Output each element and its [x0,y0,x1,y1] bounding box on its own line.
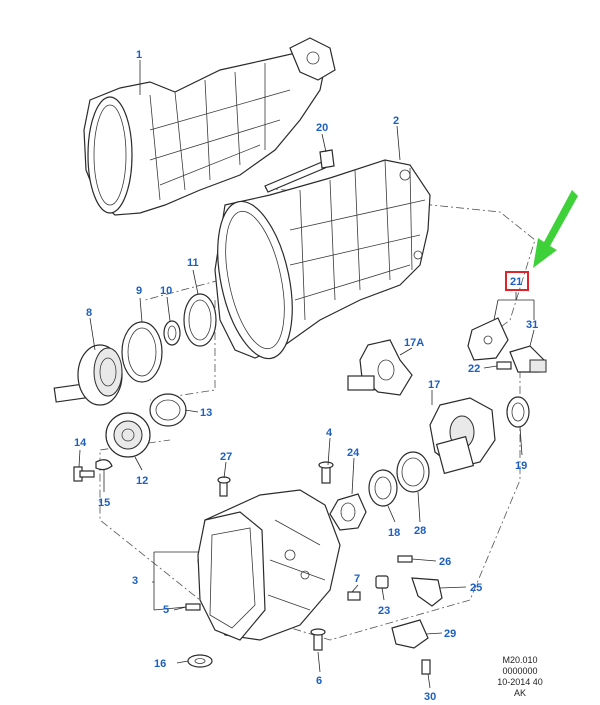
part-17-flange [429,397,496,475]
callout-labels: 1 2 3 4 5 6 7 8 9 10 11 12 13 14 15 16 1… [74,49,538,703]
callout-7: 7 [354,573,360,585]
part-11-snap-ring [183,293,217,347]
part-22-bolt [496,361,512,370]
part-21-bracket [467,317,509,361]
callout-11: 11 [187,257,199,269]
part-7-bolt [347,591,361,601]
callout-5: 5 [163,604,169,616]
part-15-clip [95,459,113,471]
callout-23: 23 [378,605,390,617]
callout-21: 21 [510,276,522,288]
diagram-reference-block: M20.010 0000000 10-2014 40 AK [470,655,570,699]
callout-30: 30 [424,691,436,703]
part-14-bolt [73,466,95,482]
part-24-coupler [329,493,367,531]
callout-24: 24 [347,447,360,459]
part-10-bearing [163,320,181,346]
part-27-bolt [217,476,231,497]
callout-25: 25 [470,582,482,594]
callout-1: 1 [136,49,142,61]
callout-8: 8 [86,307,92,319]
callout-4: 4 [326,427,333,439]
callout-28: 28 [414,525,426,537]
reference-number: 0000000 [502,666,538,676]
part-18-ring [368,469,398,507]
reference-code: M20.010 [502,655,538,665]
callout-17a: 17A [404,337,424,349]
callout-6: 6 [316,675,322,687]
green-pointer-arrow-icon [533,190,578,268]
callout-20: 20 [316,122,328,134]
part-19-gear [506,396,530,428]
callout-16: 16 [154,658,166,670]
reference-suffix: AK [513,688,526,698]
part-26-bolt [397,555,413,563]
part-12-gear-hub [105,412,151,458]
callout-3: 3 [132,575,138,587]
part-16-washer [187,654,213,668]
callout-19: 19 [515,460,527,472]
part-8-input-shaft [53,344,123,406]
callout-17: 17 [428,379,440,391]
part-2-transmission-case [214,159,431,360]
part-6-bolt [310,628,326,651]
callout-29: 29 [444,628,456,640]
callout-22: 22 [468,363,480,375]
part-3-extension-case [197,489,341,641]
part-13-seal-ring [149,393,187,427]
callout-27: 27 [220,451,232,463]
part-25-sensor [411,577,443,607]
callout-26: 26 [439,556,451,568]
part-17a-flange [347,339,413,396]
reference-date: 10-2014 40 [497,677,543,687]
part-1-transmission-assembly [83,37,336,216]
callout-15: 15 [98,497,110,509]
leader-lines [78,60,535,689]
callout-10: 10 [160,285,172,297]
part-5-bolt [185,603,201,611]
part-31-switch [509,345,547,373]
part-29-sensor [391,619,429,649]
part-4-bolt [318,461,334,484]
part-23-plug [375,575,389,589]
callout-13: 13 [200,407,212,419]
callout-9: 9 [136,285,142,297]
callout-12: 12 [136,475,148,487]
part-20-rod [264,149,335,193]
highlight-box-21 [505,271,529,291]
part-28-ring [396,451,430,493]
part-9-ring [121,321,163,383]
callout-14: 14 [74,437,87,449]
part-30-bolt [421,659,431,675]
callout-2: 2 [393,115,399,127]
callout-18: 18 [388,527,400,539]
callout-31: 31 [526,319,538,331]
